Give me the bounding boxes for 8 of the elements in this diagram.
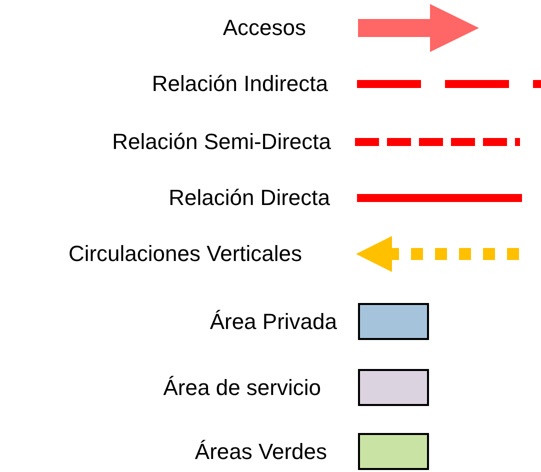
legend-label: Área de servicio xyxy=(163,377,321,399)
legend-label: Área Privada xyxy=(210,311,337,333)
legend-label: Circulaciones Verticales xyxy=(68,243,302,265)
legend-label: Relación Semi-Directa xyxy=(112,131,331,153)
legend-label: Accesos xyxy=(222,17,306,39)
legend-label: Relación Indirecta xyxy=(152,73,328,95)
legend-label: Áreas Verdes xyxy=(194,441,327,463)
legend-label: Relación Directa xyxy=(168,187,330,209)
